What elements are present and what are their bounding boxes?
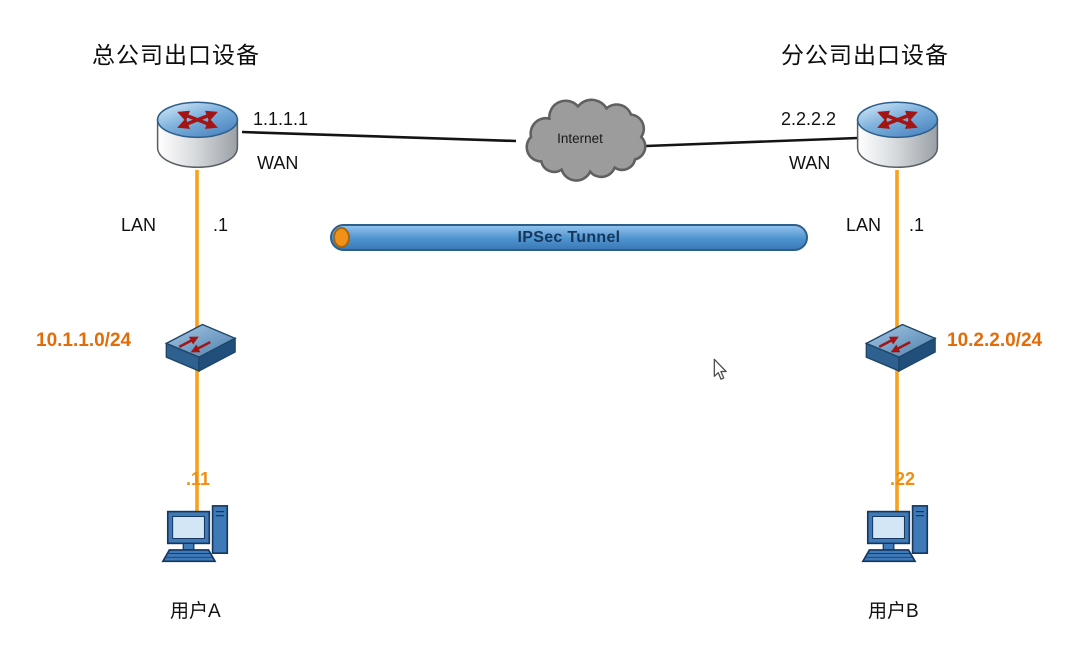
mouse-cursor xyxy=(712,358,728,382)
branch-title: 分公司出口设备 xyxy=(781,42,949,68)
hq-wan-link-line xyxy=(241,130,517,143)
hq-wan-ip-label: 1.1.1.1 xyxy=(253,109,309,129)
hq-subnet-label: 10.1.1.0/24 xyxy=(36,330,132,351)
hq-pc-icon xyxy=(161,501,243,576)
ipsec-tunnel: IPSec Tunnel xyxy=(330,224,808,251)
branch-wan-ip-label: 2.2.2.2 xyxy=(781,109,837,129)
internet-label: Internet xyxy=(557,131,603,146)
branch-user-label: 用户B xyxy=(868,601,919,622)
branch-lan-if-label: .1 xyxy=(909,215,925,235)
hq-lan-if-label: .1 xyxy=(213,215,229,235)
tunnel-label: IPSec Tunnel xyxy=(517,228,621,246)
branch-router-icon xyxy=(850,94,945,176)
branch-wan-link-line xyxy=(645,136,859,148)
branch-subnet-label: 10.2.2.0/24 xyxy=(947,330,1043,351)
hq-lan-label: LAN xyxy=(121,215,157,235)
hq-wan-label: WAN xyxy=(257,153,299,173)
hq-host-ip-label: .11 xyxy=(186,469,211,489)
branch-lan-label: LAN xyxy=(846,215,882,235)
branch-wan-label: WAN xyxy=(789,153,831,173)
branch-switch-icon xyxy=(856,314,942,378)
hq-switch-icon xyxy=(156,314,242,378)
tunnel-endpoint-cap xyxy=(333,227,350,248)
hq-title: 总公司出口设备 xyxy=(92,42,260,68)
hq-user-label: 用户A xyxy=(170,601,221,622)
hq-router-icon xyxy=(150,94,245,176)
internet-cloud-icon xyxy=(503,88,657,190)
branch-host-ip-label: .22 xyxy=(890,469,916,489)
branch-pc-icon xyxy=(861,501,943,576)
